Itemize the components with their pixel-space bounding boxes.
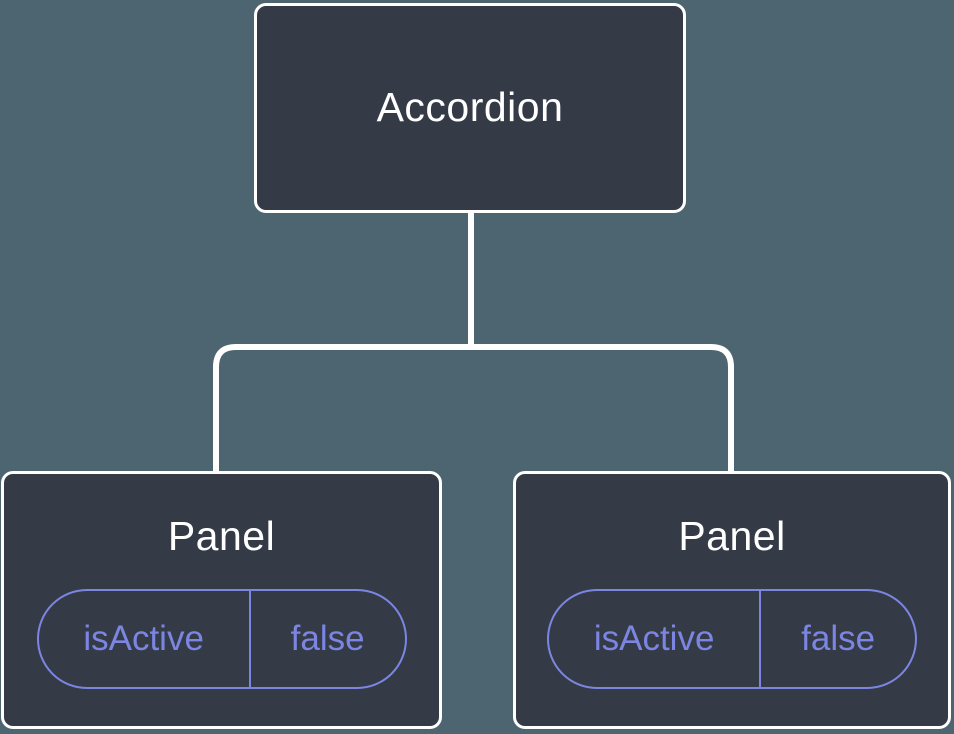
panel-node-label: Panel (678, 513, 786, 559)
accordion-node-label: Accordion (376, 84, 564, 131)
tree-node-panel-left: Panel isActive false (1, 471, 442, 729)
panel-node-label: Panel (167, 513, 276, 559)
state-key: isActive (549, 591, 762, 688)
tree-node-panel-right: Panel isActive false (513, 471, 951, 729)
state-pill: isActive false (36, 589, 407, 690)
children-branch-line (213, 344, 734, 474)
state-value: false (801, 619, 876, 659)
state-key: isActive (39, 591, 251, 688)
state-pill: isActive false (547, 589, 917, 690)
state-value: false (290, 619, 365, 659)
tree-node-accordion: Accordion (254, 3, 686, 213)
